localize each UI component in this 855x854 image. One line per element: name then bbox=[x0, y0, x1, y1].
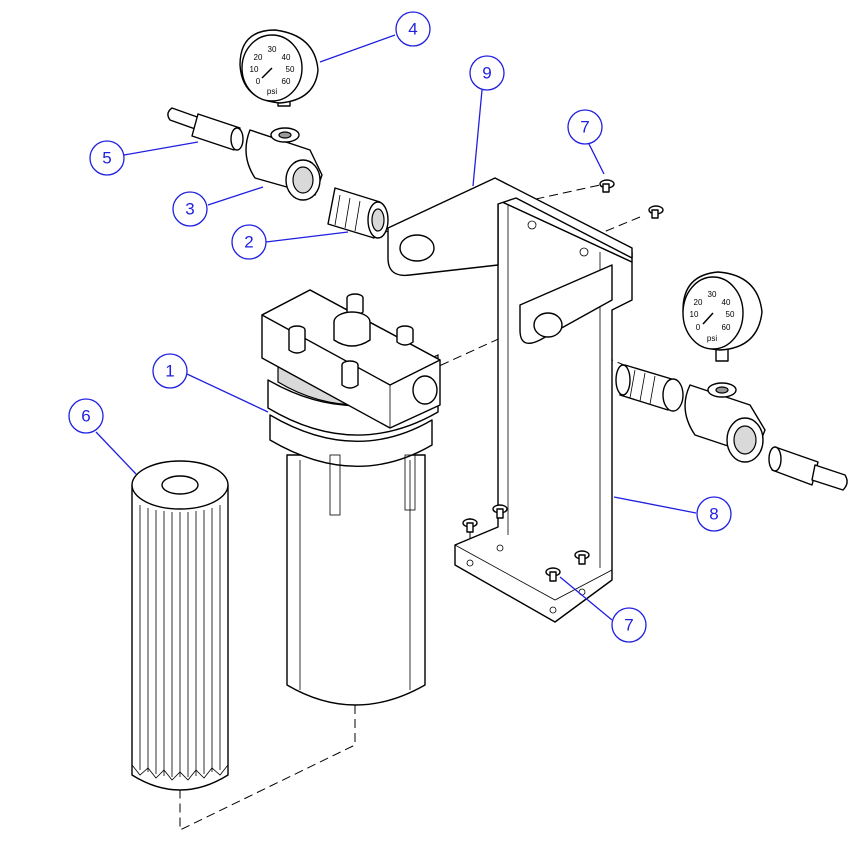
gauge-left-tick-2: 30 bbox=[268, 45, 277, 54]
gauge-right-tick-4: 10 bbox=[690, 310, 699, 319]
left-fittings bbox=[167, 107, 389, 239]
svg-text:2: 2 bbox=[244, 233, 253, 252]
screw-top-2 bbox=[648, 205, 664, 219]
balloon-8: 8 bbox=[696, 496, 732, 532]
bracket-plate bbox=[387, 177, 633, 277]
gauge-left-tick-1: 20 bbox=[254, 53, 263, 62]
gauge-right-tick-5: 50 bbox=[726, 310, 735, 319]
gauge-left-tick-7: 60 bbox=[282, 77, 291, 86]
hose-barb-right bbox=[768, 446, 848, 491]
hose-barb-left bbox=[167, 107, 244, 151]
screw-bottom-1 bbox=[462, 518, 478, 533]
gauge-right-tick-1: 20 bbox=[694, 298, 703, 307]
balloon-9: 9 bbox=[469, 55, 505, 91]
tee-left bbox=[245, 127, 323, 201]
balloon-5: 5 bbox=[89, 140, 125, 176]
gauge-right: 20 30 40 10 50 0 60 psi bbox=[682, 271, 763, 362]
balloon-6: 6 bbox=[68, 398, 104, 434]
svg-text:4: 4 bbox=[408, 20, 417, 39]
svg-text:8: 8 bbox=[709, 505, 718, 524]
leader-lines bbox=[95, 34, 697, 621]
nipple-left bbox=[327, 187, 389, 239]
filter-housing bbox=[261, 289, 441, 706]
svg-text:7: 7 bbox=[624, 616, 633, 635]
gauge-left-tick-5: 50 bbox=[286, 65, 295, 74]
screw-bottom-4 bbox=[574, 550, 590, 565]
svg-text:5: 5 bbox=[102, 149, 111, 168]
filter-cartridge bbox=[131, 460, 229, 791]
balloon-2: 2 bbox=[231, 224, 267, 260]
housing-post-2 bbox=[341, 360, 359, 389]
screws bbox=[462, 179, 664, 582]
svg-text:3: 3 bbox=[185, 200, 194, 219]
balloon-7b: 7 bbox=[611, 607, 647, 643]
screw-top-1 bbox=[599, 179, 615, 193]
screw-bottom-2 bbox=[492, 504, 508, 519]
gauge-right-tick-2: 30 bbox=[708, 290, 717, 299]
svg-text:6: 6 bbox=[81, 407, 90, 426]
gauge-left-tick-6: 0 bbox=[256, 77, 261, 86]
nipple-right bbox=[615, 364, 684, 412]
gauge-left: 20 30 40 10 50 0 60 psi bbox=[239, 29, 319, 107]
balloon-3: 3 bbox=[172, 191, 208, 227]
right-fittings bbox=[615, 364, 848, 491]
gauge-right-tick-3: 40 bbox=[722, 298, 731, 307]
gauge-right-tick-7: 60 bbox=[722, 323, 731, 332]
gauge-right-tick-6: 0 bbox=[696, 323, 701, 332]
gauge-left-tick-3: 40 bbox=[282, 53, 291, 62]
gauge-left-unit: psi bbox=[267, 87, 277, 96]
balloon-1: 1 bbox=[152, 353, 188, 389]
gauge-left-tick-4: 10 bbox=[250, 65, 259, 74]
balloon-7a: 7 bbox=[567, 109, 603, 145]
svg-text:7: 7 bbox=[580, 118, 589, 137]
svg-text:9: 9 bbox=[482, 64, 491, 83]
gauge-right-unit: psi bbox=[707, 334, 717, 343]
housing-post-4 bbox=[396, 325, 414, 346]
tee-right bbox=[684, 382, 766, 463]
screw-bottom-3 bbox=[545, 567, 561, 582]
housing-post-1 bbox=[288, 325, 306, 354]
balloon-4: 4 bbox=[395, 11, 431, 47]
svg-text:1: 1 bbox=[165, 362, 174, 381]
